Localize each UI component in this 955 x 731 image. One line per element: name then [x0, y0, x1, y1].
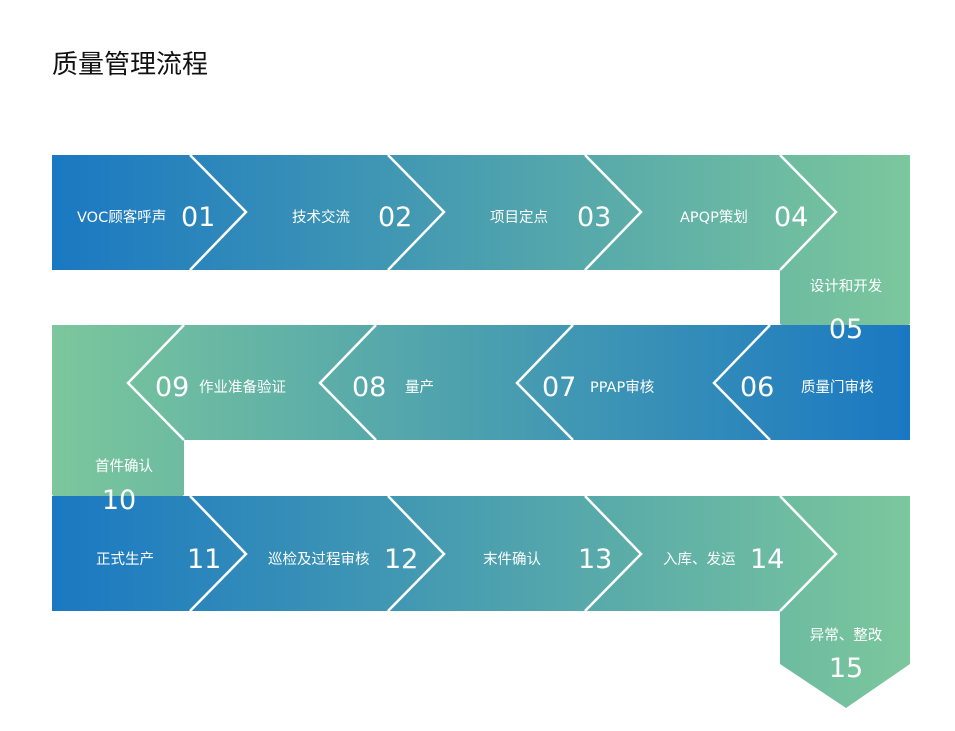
- separator: [779, 154, 838, 271]
- step-label: 异常、整改: [810, 627, 883, 644]
- step-number: 12: [384, 544, 418, 575]
- step-07: 07 PPAP审核: [542, 372, 654, 403]
- step-15: 异常、整改 15: [810, 627, 883, 684]
- step-14: 入库、发运 14: [663, 544, 784, 575]
- separator: [126, 324, 185, 441]
- separator: [584, 495, 643, 612]
- step-number: 15: [829, 653, 863, 684]
- step-04: APQP策划 04: [680, 202, 808, 233]
- row-2-band: [52, 325, 910, 537]
- step-number: 01: [181, 202, 215, 233]
- step-label: 作业准备验证: [199, 379, 286, 396]
- step-11: 正式生产 11: [96, 544, 221, 575]
- separator: [189, 495, 248, 612]
- step-01: VOC顾客呼声 01: [77, 202, 215, 233]
- step-label: 技术交流: [292, 208, 350, 226]
- step-number: 14: [750, 544, 784, 575]
- step-label: 正式生产: [96, 551, 154, 568]
- step-08: 08 量产: [352, 372, 434, 403]
- separators: [126, 154, 838, 612]
- step-06: 06 质量门审核: [740, 372, 874, 403]
- row-1-band: [52, 155, 910, 366]
- separator: [712, 324, 771, 441]
- step-02: 技术交流 02: [292, 202, 412, 233]
- step-number: 03: [577, 202, 611, 233]
- step-number: 06: [740, 372, 774, 403]
- step-label: 设计和开发: [810, 278, 883, 295]
- step-label: APQP策划: [680, 209, 748, 226]
- separator: [387, 154, 446, 271]
- step-09: 09 作业准备验证: [155, 372, 286, 403]
- step-12: 巡检及过程审核 12: [268, 544, 418, 575]
- step-label: PPAP审核: [590, 379, 654, 396]
- step-13: 末件确认 13: [483, 544, 612, 575]
- separator: [779, 495, 838, 612]
- step-label: 末件确认: [483, 551, 541, 568]
- separator: [387, 495, 446, 612]
- step-number: 13: [578, 544, 612, 575]
- step-label: 项目定点: [490, 209, 548, 226]
- step-label: 首件确认: [95, 458, 153, 475]
- step-number: 11: [187, 544, 221, 575]
- step-number: 04: [774, 202, 808, 233]
- separator: [318, 324, 377, 441]
- separator: [584, 154, 643, 271]
- page-title: 质量管理流程: [52, 50, 209, 80]
- step-03: 项目定点 03: [490, 202, 611, 233]
- separator: [189, 154, 248, 271]
- step-label: VOC顾客呼声: [77, 208, 166, 226]
- step-label: 质量门审核: [801, 379, 874, 396]
- step-number: 05: [829, 314, 863, 345]
- step-number: 08: [352, 372, 386, 403]
- step-10: 首件确认 10: [95, 458, 153, 516]
- step-label: 量产: [405, 379, 434, 396]
- step-label: 入库、发运: [663, 551, 736, 568]
- step-number: 07: [542, 372, 576, 403]
- separator: [515, 324, 574, 441]
- step-number: 09: [155, 372, 189, 403]
- step-05: 设计和开发 05: [810, 278, 883, 345]
- step-number: 02: [378, 202, 412, 233]
- row-3-band: [52, 496, 910, 708]
- step-label: 巡检及过程审核: [268, 551, 370, 568]
- step-number: 10: [102, 485, 136, 516]
